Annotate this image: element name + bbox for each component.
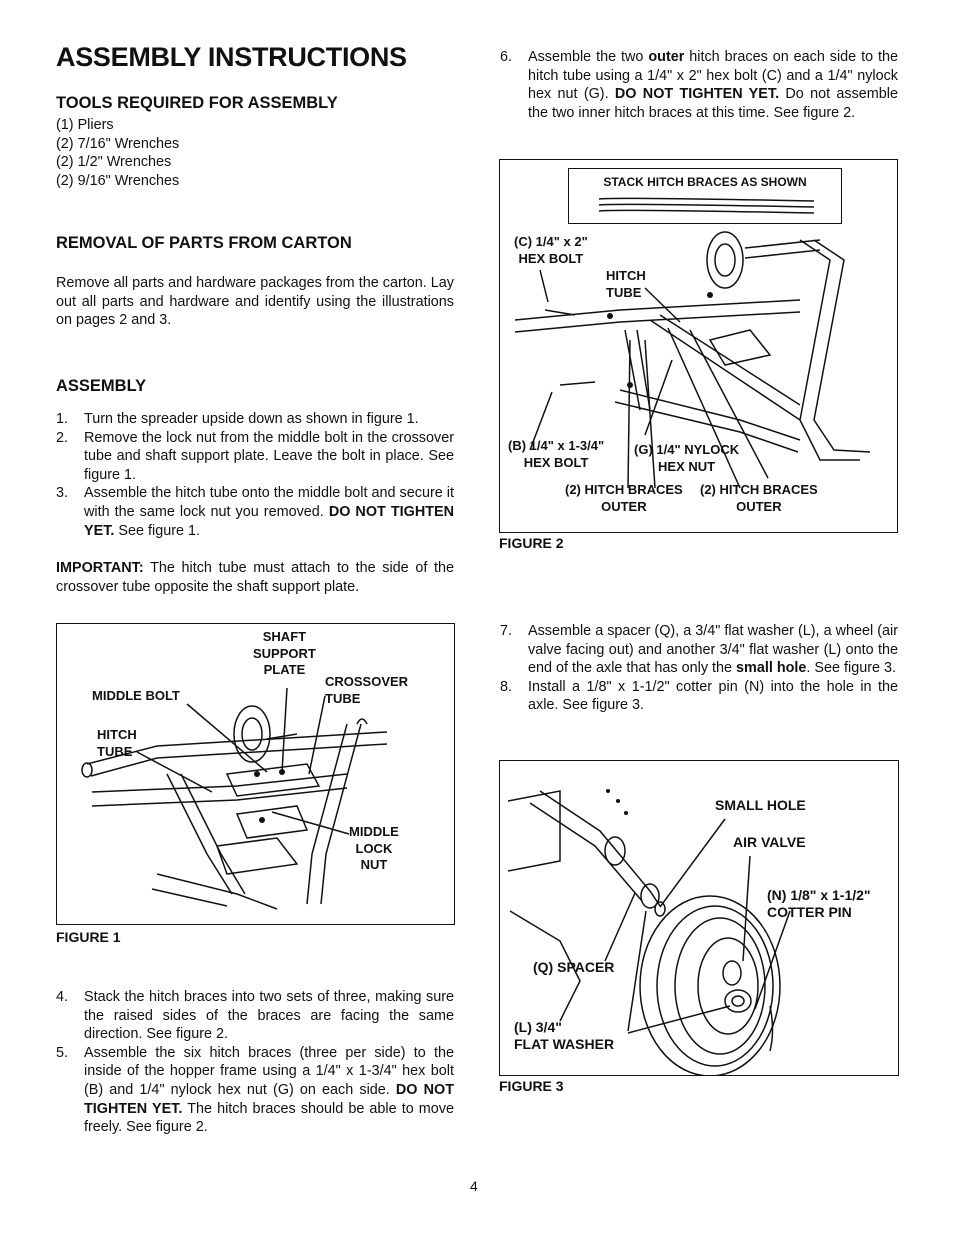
figure-1: SHAFT SUPPORT PLATE CROSSOVER TUBE MIDDL… (56, 623, 455, 925)
assembly-steps-4-5: 4.Stack the hitch braces into two sets o… (56, 988, 454, 1137)
label-b-hex-bolt: (B) 1/4" x 1-3/4" HEX BOLT (508, 438, 605, 470)
page-title: ASSEMBLY INSTRUCTIONS (56, 42, 407, 72)
removal-text: Remove all parts and hardware packages f… (56, 275, 454, 329)
label-small-hole: SMALL HOLE (715, 797, 806, 813)
list-item: (2) 1/2" Wrenches (56, 154, 172, 171)
label-hitch-tube: HITCH TUBE (606, 268, 646, 300)
list-item: (2) 7/16" Wrenches (56, 135, 180, 152)
figure-3-illustration (507, 789, 791, 1075)
label-spacer: (Q) SPACER (533, 959, 615, 975)
label-hitch-tube: HITCH TUBE (97, 727, 137, 759)
assembly-steps-1-3: 1.Turn the spreader upside down as shown… (56, 410, 454, 540)
figure-1-caption: FIGURE 1 (56, 929, 121, 945)
step-7: 7.Assemble a spacer (Q), a 3/4" flat was… (500, 623, 898, 677)
removal-heading: REMOVAL OF PARTS FROM CARTON (56, 234, 352, 252)
important-note: IMPORTANT: The hitch tube must attach to… (56, 560, 454, 595)
label-cotter-pin: (N) 1/8" x 1-1/2" COTTER PIN (767, 887, 871, 920)
label-flat-washer: (L) 3/4" FLAT WASHER (514, 1019, 615, 1052)
tools-list: (1) Pliers (2) 7/16" Wrenches (2) 1/2" W… (56, 116, 179, 190)
stacked-braces-icon (598, 197, 815, 214)
label-middle-lock-nut: MIDDLE LOCK NUT (349, 824, 399, 872)
label-air-valve: AIR VALVE (733, 834, 806, 850)
assembly-step-6: 6.Assemble the two outer hitch braces on… (500, 48, 898, 122)
step-2: 2.Remove the lock nut from the middle bo… (56, 429, 454, 483)
label-shaft-support-plate: SHAFT SUPPORT PLATE (253, 629, 316, 677)
step-1: 1.Turn the spreader upside down as shown… (56, 411, 419, 427)
label-c-hex-bolt: (C) 1/4" x 2" HEX BOLT (514, 234, 588, 266)
step-8: 8.Install a 1/8" x 1-1/2" cotter pin (N)… (500, 678, 898, 714)
step-4: 4.Stack the hitch braces into two sets o… (56, 989, 454, 1043)
label-g-nylock-nut: (G) 1/4" NYLOCK HEX NUT (634, 442, 740, 474)
figure-2-illustration (514, 231, 871, 489)
figure-2: STACK HITCH BRACES AS SHOWN (C) 1/4" (499, 159, 898, 533)
page-number: 4 (470, 1178, 478, 1194)
tools-heading: TOOLS REQUIRED FOR ASSEMBLY (56, 94, 338, 112)
step-3: 3.Assemble the hitch tube onto the middl… (56, 485, 454, 539)
list-item: (1) Pliers (56, 117, 114, 133)
label-stack-braces: STACK HITCH BRACES AS SHOWN (603, 175, 807, 189)
step-5: 5.Assemble the six hitch braces (three p… (56, 1044, 454, 1136)
stack-box: STACK HITCH BRACES AS SHOWN (568, 168, 842, 224)
figure-3-caption: FIGURE 3 (499, 1078, 564, 1094)
figure-3: SMALL HOLE AIR VALVE (N) 1/8" x 1-1/2" C… (499, 760, 899, 1076)
label-middle-bolt: MIDDLE BOLT (92, 688, 180, 703)
step-6: 6.Assemble the two outer hitch braces on… (500, 49, 899, 121)
figure-2-caption: FIGURE 2 (499, 535, 564, 551)
list-item: (2) 9/16" Wrenches (56, 172, 180, 189)
label-braces-outer-left: (2) HITCH BRACES OUTER (565, 482, 683, 514)
figure-1-illustration (81, 687, 388, 910)
assembly-steps-7-8: 7.Assemble a spacer (Q), a 3/4" flat was… (500, 622, 898, 715)
label-braces-outer-right: (2) HITCH BRACES OUTER (700, 482, 818, 514)
assembly-heading: ASSEMBLY (56, 377, 147, 395)
label-crossover-tube: CROSSOVER TUBE (325, 674, 409, 706)
